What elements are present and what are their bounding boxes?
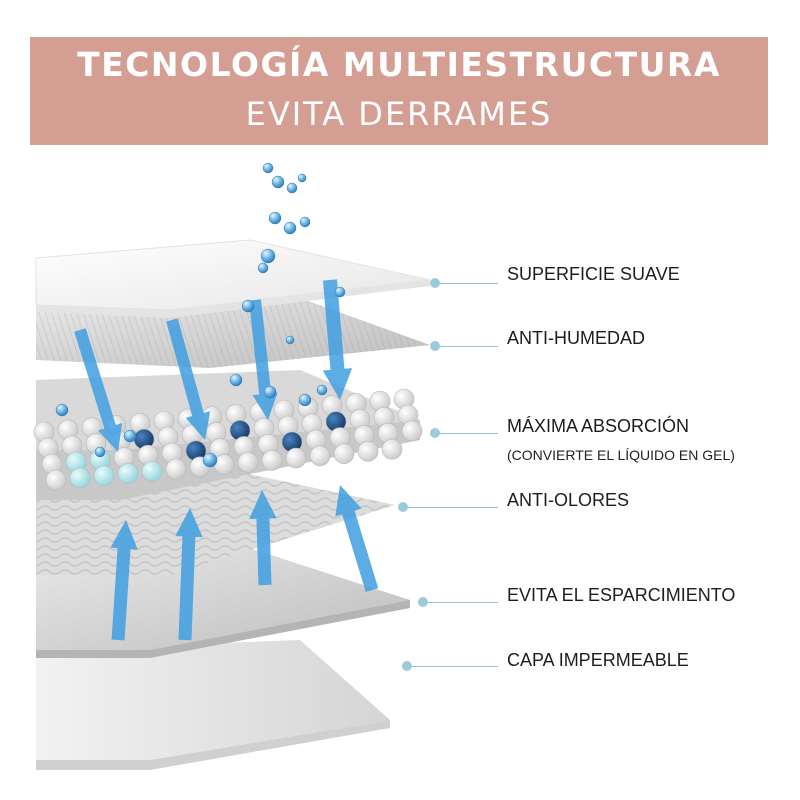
banner-subtitle: EVITA DERRAMES [245,95,553,133]
droplet [260,248,276,264]
leader-line-superficie-suave [440,283,498,284]
down-arrow [166,318,211,441]
bead [401,420,423,442]
label-anti-humedad: ANTI-HUMEDAD [507,328,645,348]
banner-title: TECNOLOGÍA MULTIESTRUCTURA [77,45,721,84]
arrow-shape [110,520,138,641]
layer-superficie-suave [35,239,431,311]
liquid-droplets [55,162,346,468]
leader-dot-anti-olores [398,502,408,512]
up-arrow [249,489,277,586]
droplet [286,182,298,194]
droplet [316,384,328,396]
leader-dot-superficie-suave [430,278,440,288]
bead-field [33,388,423,491]
leader-line-anti-humedad [440,346,498,347]
droplet [229,373,243,387]
droplet [94,446,106,458]
title-banner: TECNOLOGÍA MULTIESTRUCTURA EVITA DERRAME… [30,37,768,145]
bead [45,469,67,491]
droplet [241,299,255,313]
droplet [268,211,282,225]
bead [381,438,403,460]
label-anti-olores: ANTI-OLORES [507,490,630,510]
down-arrow [74,328,123,452]
bead [309,445,331,467]
droplet [202,452,218,468]
droplet [123,429,137,443]
droplet [262,162,274,174]
layer-capa-impermeable [36,640,390,760]
up-arrow [175,507,203,641]
arrow-shape [74,328,123,452]
label-evita-esparcimiento: EVITA EL ESPARCIMIENTO [507,585,736,605]
droplet [257,262,269,274]
up-arrow [335,484,379,592]
bead [237,452,259,473]
leader-line-anti-olores [408,507,498,508]
arrow-shape [166,318,211,441]
leader-dot-maxima-absorcion [430,428,440,438]
arrow-shape [322,279,353,401]
bead [333,443,355,464]
droplet [263,385,277,399]
bead [261,449,283,471]
bead [213,454,235,475]
bead [165,458,187,480]
down-arrow [322,279,353,401]
leader-line-maxima-absorcion [440,433,498,434]
bead [141,460,163,482]
leader-dot-anti-humedad [430,341,440,351]
arrow-shape [249,489,277,586]
layer-capa-impermeable-edge [36,720,390,770]
flow-arrows [74,279,379,641]
droplet [297,173,307,183]
droplet [283,221,297,235]
droplet [285,335,295,345]
droplet [271,175,285,189]
layers-illustration [33,162,431,770]
up-arrow [110,520,138,641]
label-capa-impermeable: CAPA IMPERMEABLE [507,650,689,670]
droplet [298,393,312,407]
bead [285,447,307,469]
droplet [299,216,311,228]
bead [93,465,115,486]
leader-dot-evita-esparcimiento [418,597,428,607]
droplet [55,403,69,417]
bead [69,467,91,489]
bead [117,463,139,484]
leader-line-capa-impermeable [412,666,498,667]
leader-dot-capa-impermeable [402,661,412,671]
arrow-shape [175,507,203,641]
label-superficie-suave: SUPERFICIE SUAVE [507,264,680,284]
label-maxima-absorcion: MÁXIMA ABSORCIÓN [507,416,690,436]
bead [357,441,379,462]
layer-evita-esparcimiento-edge [36,600,410,658]
droplet [334,286,346,298]
arrow-shape [335,484,379,592]
label-maxima-absorcion-note: (CONVIERTE EL LÍQUIDO EN GEL) [507,447,735,463]
leader-line-evita-esparcimiento [428,602,498,603]
